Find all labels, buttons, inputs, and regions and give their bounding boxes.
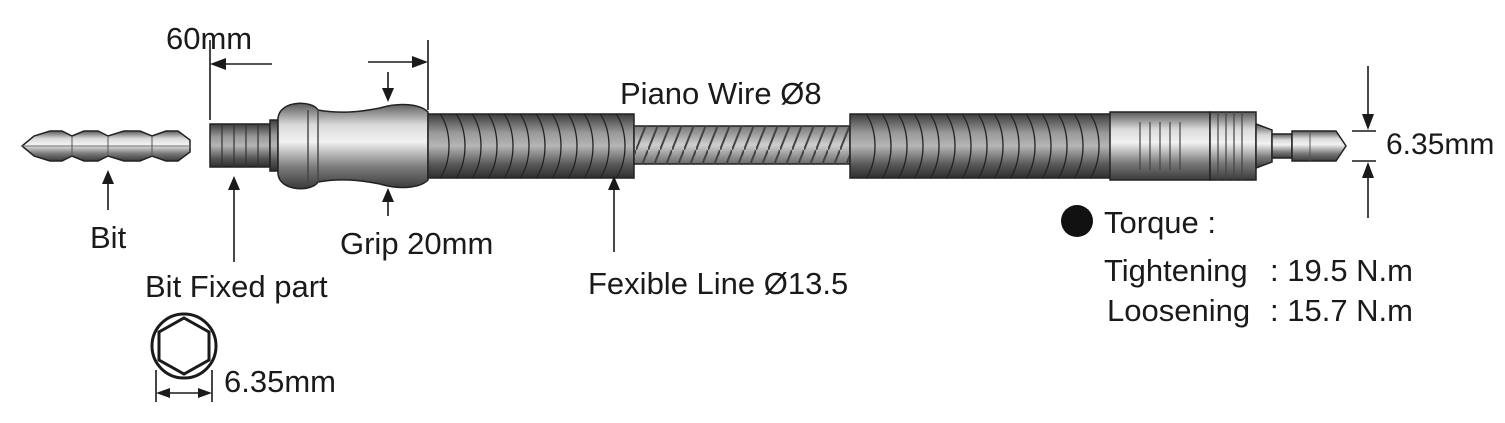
bit-fixed-part <box>209 119 279 172</box>
flexible-line-right <box>849 113 1113 179</box>
loosening-label: Loosening <box>1107 293 1250 328</box>
tightening-label: Tightening <box>1104 253 1248 288</box>
grip-label: Grip 20mm <box>340 226 493 261</box>
bit <box>20 130 191 162</box>
hex-size-label: 6.35mm <box>224 364 336 399</box>
shank-size-label: 6.35mm <box>1386 128 1494 161</box>
bit-callout: Bit <box>90 170 127 255</box>
flexible-line-label: Fexible Line Ø13.5 <box>588 266 848 301</box>
bullet-icon <box>1061 205 1093 237</box>
dim-60mm-label: 60mm <box>166 21 252 56</box>
bit-label: Bit <box>90 220 127 255</box>
loosening-value: : 15.7 N.m <box>1270 293 1413 328</box>
torque-specs: Torque : Tightening : 19.5 N.m Loosening… <box>1061 205 1413 328</box>
piano-wire <box>633 125 851 165</box>
tightening-value: : 19.5 N.m <box>1270 253 1413 288</box>
dim-60mm: 60mm <box>166 21 272 120</box>
end-fitting <box>1109 111 1347 181</box>
piano-wire-label: Piano Wire Ø8 <box>620 76 822 111</box>
grip <box>277 102 429 190</box>
flexible-line-left <box>427 113 635 179</box>
dim-shank: 6.35mm <box>1352 66 1494 218</box>
torque-title: Torque : <box>1104 205 1216 240</box>
bit-fixed-part-label: Bit Fixed part <box>145 269 328 304</box>
bit-fixed-callout: Bit Fixed part <box>145 176 328 304</box>
flexible-line-callout: Fexible Line Ø13.5 <box>588 176 848 301</box>
dim-grip-width <box>368 40 429 216</box>
hex-cross-section: 6.35mm <box>150 312 336 402</box>
